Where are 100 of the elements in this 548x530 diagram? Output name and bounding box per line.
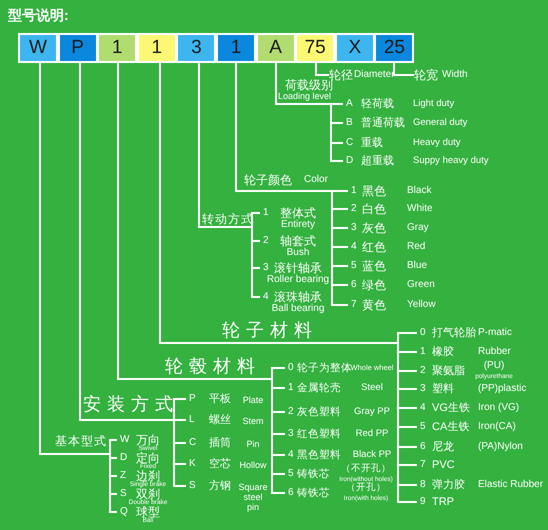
option-code: 8 [420,480,426,490]
option-code: 5 [288,469,294,479]
option-code: 4 [420,403,426,413]
code-box: 1 [97,33,138,63]
option-code: 6 [351,280,357,290]
option-english: White [407,204,433,214]
option-label: 定向 [136,452,160,464]
option-code: 3 [263,263,269,273]
heading-text: 荷载级别 [285,79,333,91]
connector-line [108,439,117,455]
option-code: 4 [288,450,294,460]
option-english: Yellow [407,300,436,310]
option-code: C [189,438,196,448]
option-english: Heavy duty [413,138,461,148]
option-label: 黄色 [362,299,386,311]
option-code: 2 [351,204,357,214]
option-english: （不开孔） [341,464,391,474]
heading-english: Loading level [278,92,332,101]
option-code: 4 [263,292,269,302]
connector-line [117,63,262,380]
option-label: 轮子为整体 [297,362,352,374]
option-label: 红色 [362,241,386,253]
option-code: 1 [263,208,269,218]
option-code: 5 [420,422,426,432]
option-english: Steel [361,383,383,393]
option-code: 7 [351,300,357,310]
option-code: 3 [420,384,426,394]
option-english: (PU) [484,361,504,371]
option-code: C [346,138,354,148]
option-english: Suppy heavy duty [413,156,489,166]
connector-line [275,63,331,105]
heading-text: 安装方式 [83,395,179,413]
option-english: Hollow [238,460,268,470]
connector-line [173,398,186,421]
connector-line [108,453,117,513]
option-code: D [120,453,128,463]
option-code: 1 [288,383,294,393]
option-english: Rubber [478,347,511,357]
option-label: 螺丝 [209,414,231,426]
option-english: Plate [242,394,264,404]
heading-text: 轮毂材料 [165,357,261,375]
code-box: 1 [136,33,177,63]
heading-english: Color [304,175,328,185]
connector-line [39,63,108,455]
option-code: 2 [420,366,426,376]
option-code: 6 [420,442,426,452]
option-english: (PP)plastic [478,384,526,394]
option-label: PVC [432,460,455,470]
option-code: 7 [420,460,426,470]
option-label: CA生铁 [432,422,470,432]
connector-line [330,103,343,105]
connector-line [159,63,319,344]
option-english: (PA)Nylon [478,442,523,452]
option-label: 铸铁芯 [297,468,330,480]
code-box: P [58,33,98,63]
connector-line [393,63,414,76]
option-label: 方钢 [209,480,231,492]
option-english: Pin [245,438,260,448]
code-box: 75 [295,33,336,63]
option-english: Iron(CA) [478,422,516,432]
option-label: 金属轮壳 [297,382,341,394]
code-box: A [256,33,296,63]
option-english: Stem [241,416,264,426]
option-english: General duty [413,118,468,128]
option-label: 空芯 [209,458,231,470]
option-code: L [189,415,195,425]
option-code: Q [120,507,128,517]
option-label: 球型 [136,506,160,518]
code-box: W [18,33,58,63]
option-code: 0 [288,363,294,373]
option-label: 橡胶 [432,346,454,358]
code-box: X [334,33,375,63]
connector-line [315,63,329,76]
heading-text: 基本型式 [55,435,107,447]
heading-text: 轮子材料 [222,321,318,339]
option-english: Gray [407,223,429,233]
option-label: 滚针轴承 [274,262,322,274]
option-label: 弹力胶 [432,480,465,490]
option-english: Entirety [281,220,315,230]
option-code: 2 [288,407,294,417]
option-code: 2 [263,236,269,246]
option-code: W [120,435,130,445]
option-label: 灰色塑料 [297,406,341,418]
option-label: 边刹 [136,470,160,482]
option-code: 4 [351,242,357,252]
option-english: Bush [286,248,310,258]
option-code: 5 [351,261,357,271]
option-english: Square steel pin [237,482,269,512]
connector-line [235,63,329,192]
option-english: （开孔） [346,483,386,493]
option-label: 红色塑料 [297,428,341,440]
option-code: S [120,489,127,499]
option-english: P-matic [478,328,512,338]
code-box: 1 [216,33,256,63]
title: 型号说明: [8,8,69,22]
option-code: P [189,394,196,404]
option-english: Black PP [352,450,392,460]
option-english: Light duty [413,99,454,109]
option-label: 双刹 [136,488,160,500]
option-code: 1 [351,186,357,196]
